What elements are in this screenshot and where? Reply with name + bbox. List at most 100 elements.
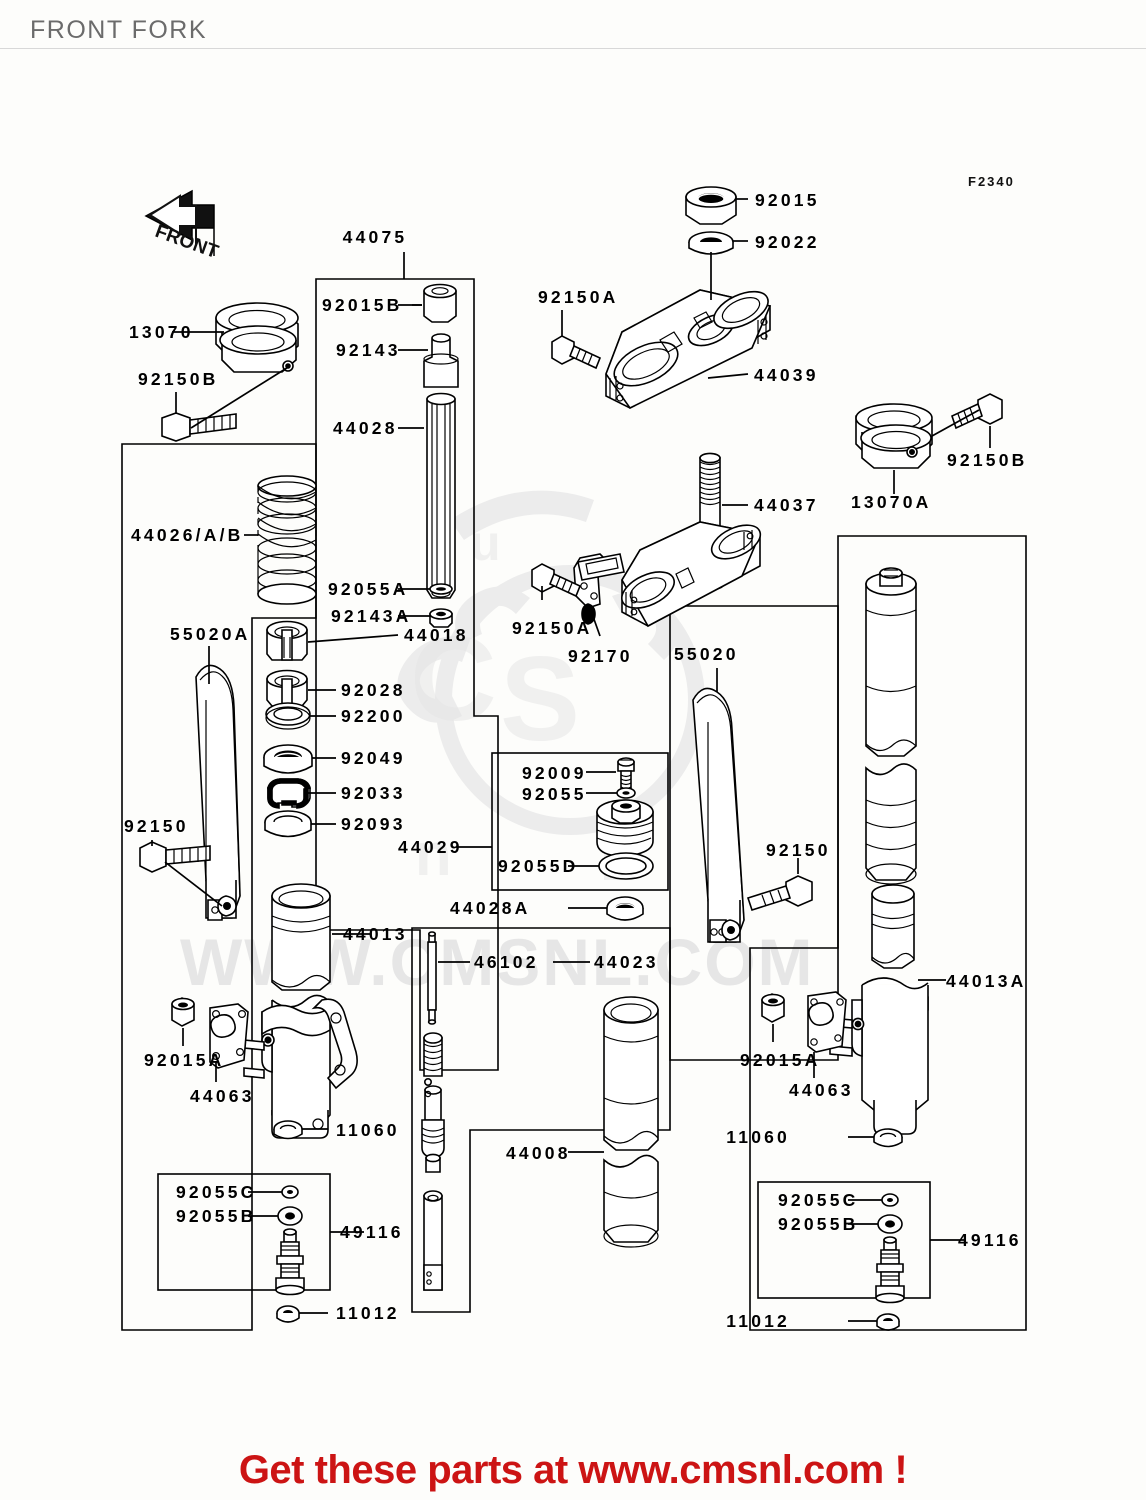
leader-lines <box>151 198 991 1322</box>
label-44018: 44018 <box>404 625 469 645</box>
label-44037: 44037 <box>754 495 819 515</box>
part-44028-damper-rod <box>426 392 456 599</box>
label-92150-right: 92150 <box>766 840 831 860</box>
label-92033: 92033 <box>341 783 406 803</box>
svg-text:u: u <box>470 515 501 571</box>
part-44039-upper-triple-clamp <box>605 289 772 410</box>
label-92049: 92049 <box>341 748 406 768</box>
part-92015A-nut-right <box>761 993 785 1023</box>
svg-text:n: n <box>415 821 452 888</box>
part-44029-top-plug <box>596 799 654 857</box>
part-92009-screw <box>617 757 635 791</box>
label-13070: 13070 <box>129 322 194 342</box>
part-92150-bolt-right <box>746 875 813 911</box>
label-92150B-left: 92150B <box>138 369 219 389</box>
part-46102-push-rod <box>427 931 437 1025</box>
label-92055C-left: 92055C <box>176 1182 257 1202</box>
label-46102: 46102 <box>474 952 539 972</box>
label-44063-left: 44063 <box>190 1086 255 1106</box>
label-92015A-right: 92015A <box>740 1050 821 1070</box>
part-92055C-oring-left <box>281 1185 299 1199</box>
label-92150A-top: 92150A <box>538 287 619 307</box>
part-44013-fork-tube-left <box>271 883 331 991</box>
part-92093-seal <box>264 810 312 838</box>
part-92150B-bolt-left <box>161 412 237 442</box>
label-44063-right: 44063 <box>789 1080 854 1100</box>
label-55020: 55020 <box>674 644 739 664</box>
page-title: FRONT FORK <box>30 16 208 44</box>
part-92150-bolt-left <box>139 841 211 873</box>
part-55020A-fork-guard-left <box>195 664 241 921</box>
part-92055B-oring-left <box>277 1206 303 1226</box>
label-92015B: 92015B <box>322 295 403 315</box>
label-92055: 92055 <box>522 784 587 804</box>
label-92055C-right: 92055C <box>778 1190 859 1210</box>
label-92022: 92022 <box>755 232 820 252</box>
part-92055B-oring-right <box>877 1214 903 1234</box>
label-44008: 44008 <box>506 1143 571 1163</box>
part-44008-inner-tube <box>603 996 659 1248</box>
label-92015: 92015 <box>755 190 820 210</box>
label-49116-left: 49116 <box>340 1222 404 1242</box>
label-11060-right: 11060 <box>726 1127 790 1147</box>
label-44023: 44023 <box>594 952 659 972</box>
part-92055D-oring <box>598 852 654 880</box>
label-92015A-left: 92015A <box>144 1050 225 1070</box>
part-44063-brake-hose-clamp-left <box>209 1003 249 1069</box>
part-92143A-collar <box>429 608 453 628</box>
label-44075: 44075 <box>343 227 408 247</box>
label-92150B-right: 92150B <box>947 450 1028 470</box>
label-92055B-right: 92055B <box>778 1214 859 1234</box>
label-92093: 92093 <box>341 814 406 834</box>
svg-text:C: C <box>410 612 497 746</box>
part-92150A-bolt-top <box>551 335 602 370</box>
part-92150A-bolt-mid <box>531 563 582 598</box>
label-92055A: 92055A <box>328 579 409 599</box>
part-92055-oring-small <box>616 787 636 799</box>
label-92200: 92200 <box>341 706 406 726</box>
part-49116-valve-right <box>875 1236 905 1304</box>
part-11012-cap-right <box>876 1313 900 1331</box>
label-44028A: 44028A <box>450 898 531 918</box>
part-44018-spacer <box>266 620 308 661</box>
label-92150-left: 92150 <box>124 816 189 836</box>
diagram-id: F2340 <box>968 174 1015 189</box>
label-92055B-left: 92055B <box>176 1206 257 1226</box>
label-11060-left: 11060 <box>336 1120 400 1140</box>
label-49116-right: 49116 <box>958 1230 1022 1250</box>
part-49116-valve-left <box>275 1228 305 1296</box>
part-44013-lower-left <box>243 994 358 1139</box>
group-boxes <box>121 278 1027 1331</box>
part-44028A-seat <box>606 896 644 921</box>
part-92170-cable-clamp <box>573 553 625 625</box>
part-92200-washer <box>265 702 311 730</box>
part-11060-washer-left <box>273 1120 303 1140</box>
label-92055D: 92055D <box>498 856 579 876</box>
svg-text:S: S <box>500 632 580 766</box>
part-92015B-locknut <box>423 283 457 323</box>
label-92028: 92028 <box>341 680 406 700</box>
label-92170: 92170 <box>568 646 633 666</box>
callout-labels: 44075 92015B 92143 44028 13070 92150B 44… <box>124 190 1028 1331</box>
part-13070A-handlebar-clamp-right <box>855 403 933 469</box>
label-13070A: 13070A <box>851 492 932 512</box>
part-44023-damper-assembly <box>421 1032 445 1291</box>
part-11012-cap-left <box>276 1305 300 1323</box>
part-44063-brake-hose-clamp-right <box>807 991 847 1053</box>
label-44029: 44029 <box>398 837 463 857</box>
part-92028-bushing <box>266 669 308 707</box>
label-44026: 44026/A/B <box>131 525 243 545</box>
label-44013: 44013 <box>343 924 408 944</box>
label-92150A-mid: 92150A <box>512 618 593 638</box>
label-44013A: 44013A <box>946 971 1027 991</box>
part-92049-oil-seal <box>263 744 313 774</box>
part-44013A-lower-right <box>829 884 929 1135</box>
part-55020-lower-triple-clamp <box>621 521 762 628</box>
part-92015A-nut-left <box>171 997 195 1027</box>
part-92022-washer <box>688 231 734 255</box>
label-11012-right: 11012 <box>726 1311 790 1331</box>
label-11012-left: 11012 <box>336 1303 400 1323</box>
label-55020A: 55020A <box>170 624 251 644</box>
